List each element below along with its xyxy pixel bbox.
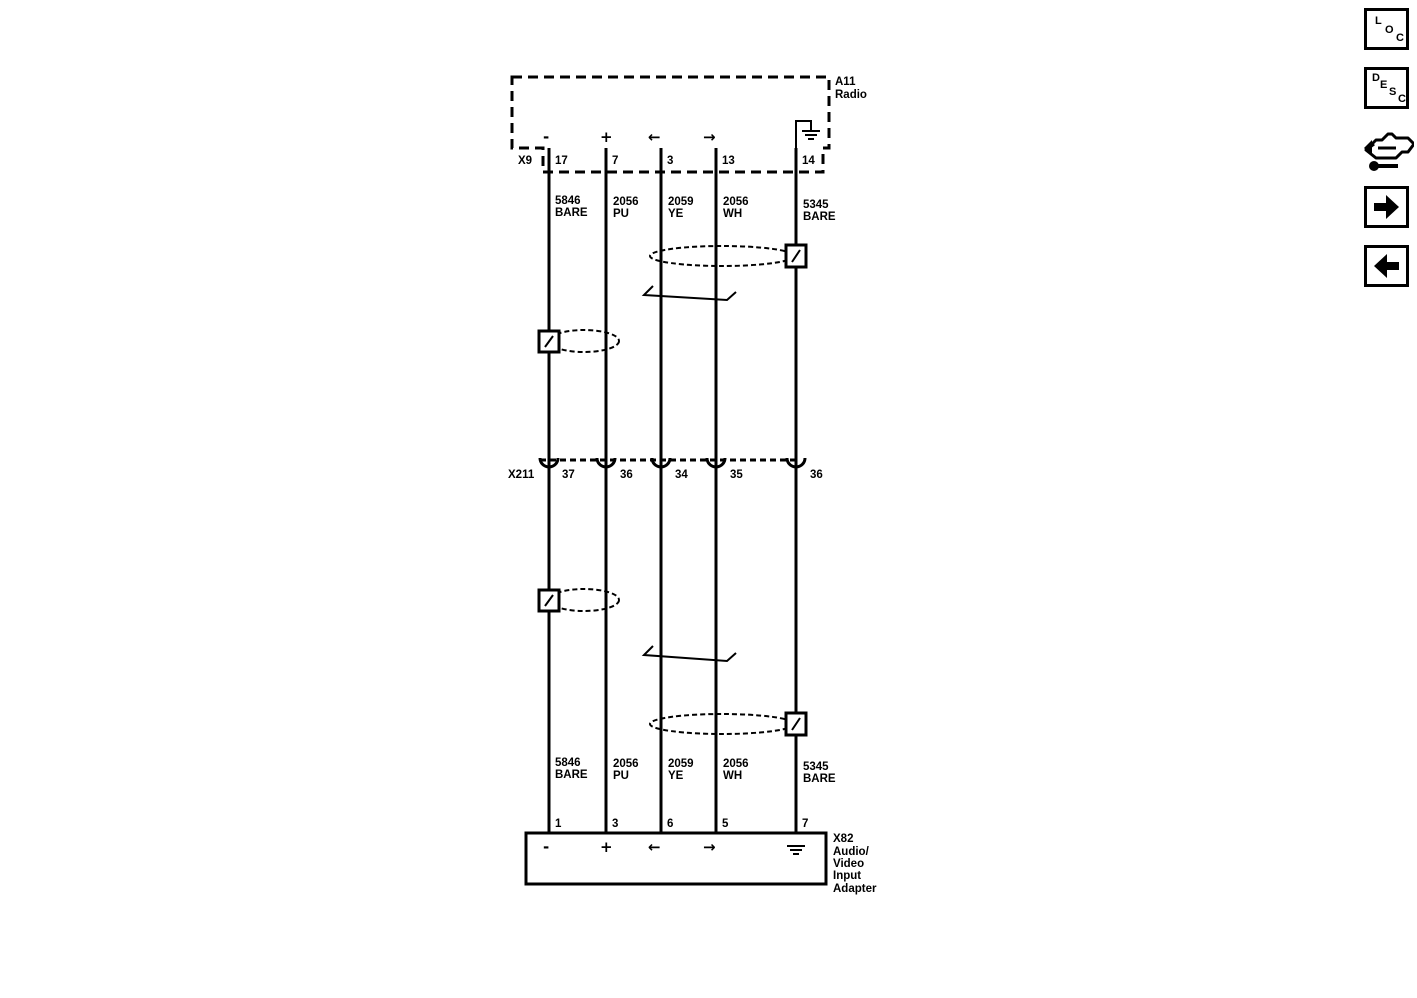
radio-name: Radio — [835, 89, 867, 101]
shield-drain-lower-left — [537, 588, 620, 613]
adapter-pin-plus: + — [600, 838, 613, 856]
circuit-number: 2059 — [668, 758, 694, 770]
radio-pin-number: 7 — [612, 155, 618, 167]
loc-button[interactable]: L O C — [1364, 8, 1409, 50]
radio-pin-minus: - — [543, 128, 549, 146]
desc-letter-d: D — [1372, 72, 1380, 84]
shield-drain-upper-left — [537, 329, 620, 354]
x211-pin-number: 36 — [620, 469, 633, 481]
twisted-pair-lower — [641, 645, 737, 663]
adapter-name-line: Video — [833, 858, 864, 870]
adapter-pin-minus: - — [543, 838, 549, 856]
loc-letter-c: C — [1396, 32, 1404, 44]
loc-letter-o: O — [1385, 24, 1394, 36]
circuit-number: 5345 — [803, 761, 829, 773]
circuit-color: BARE — [555, 769, 588, 781]
adapter-name-line: Adapter — [833, 883, 877, 895]
x211-terminals — [538, 457, 807, 469]
radio-pin-number: 14 — [802, 155, 815, 167]
radio-pin-number: 3 — [667, 155, 673, 167]
radio-ground-icon — [795, 120, 820, 150]
radio-pin-number: 17 — [555, 155, 568, 167]
circuit-color: WH — [723, 770, 742, 782]
adapter-name-line: Input — [833, 870, 861, 882]
adapter-ref: X82 — [833, 833, 853, 845]
radio-module-outline — [510, 75, 831, 174]
circuit-color: PU — [613, 770, 629, 782]
radio-pin-right-arrow: → — [703, 128, 716, 146]
x211-pin-number: 34 — [675, 469, 688, 481]
connector-harness-icon — [1364, 132, 1416, 171]
circuit-color: WH — [723, 208, 742, 220]
radio-connector: X9 — [518, 155, 532, 167]
right-arrow-icon — [1374, 195, 1399, 219]
radio-pin-left-arrow: ← — [648, 128, 661, 146]
x211-pin-number: 36 — [810, 469, 823, 481]
shield-drain-lower-right — [649, 711, 808, 737]
left-arrow-icon — [1374, 254, 1399, 278]
adapter-pin-number: 7 — [802, 818, 808, 830]
adapter-pin-right-arrow: → — [703, 838, 716, 856]
usb-connector-button[interactable] — [1362, 122, 1416, 174]
radio-pin-number: 13 — [722, 155, 735, 167]
x211-pin-number: 35 — [730, 469, 743, 481]
adapter-pin-left-arrow: ← — [648, 838, 661, 856]
circuit-number: 2056 — [723, 758, 749, 770]
twisted-pair-upper — [641, 285, 737, 302]
circuit-color: BARE — [803, 211, 836, 223]
circuit-color: PU — [613, 208, 629, 220]
circuit-number: 2056 — [613, 758, 639, 770]
radio-pin-plus: + — [600, 128, 613, 146]
circuit-color: YE — [668, 208, 684, 220]
adapter-name-line: Audio/ — [833, 846, 870, 858]
desc-letter-c: C — [1398, 93, 1406, 105]
circuit-number: 2056 — [613, 196, 639, 208]
desc-letter-e: E — [1380, 79, 1388, 91]
adapter-pin-number: 5 — [722, 818, 729, 830]
shield-drain-upper-right — [649, 243, 808, 269]
adapter-ground-icon — [787, 845, 805, 855]
desc-button[interactable]: D E S C — [1364, 67, 1409, 109]
x211-label: X211 — [508, 469, 535, 481]
previous-arrow-button[interactable] — [1364, 245, 1409, 287]
circuit-color: YE — [668, 770, 684, 782]
desc-letter-s: S — [1389, 86, 1397, 98]
next-arrow-button[interactable] — [1364, 186, 1409, 228]
circuit-number: 5846 — [555, 757, 581, 769]
adapter-pin-number: 1 — [555, 818, 562, 830]
circuit-number: 2056 — [723, 196, 749, 208]
adapter-module-outline — [524, 831, 828, 886]
circuit-number: 5846 — [555, 195, 581, 207]
loc-letter-l: L — [1375, 15, 1382, 27]
circuit-color: BARE — [803, 773, 836, 785]
circuit-number: 5345 — [803, 199, 829, 211]
x211-pin-number: 37 — [562, 469, 575, 481]
radio-ref: A11 — [835, 76, 856, 88]
circuit-number: 2059 — [668, 196, 694, 208]
adapter-pin-number: 3 — [612, 818, 618, 830]
circuit-color: BARE — [555, 207, 588, 219]
adapter-pin-number: 6 — [667, 818, 673, 830]
